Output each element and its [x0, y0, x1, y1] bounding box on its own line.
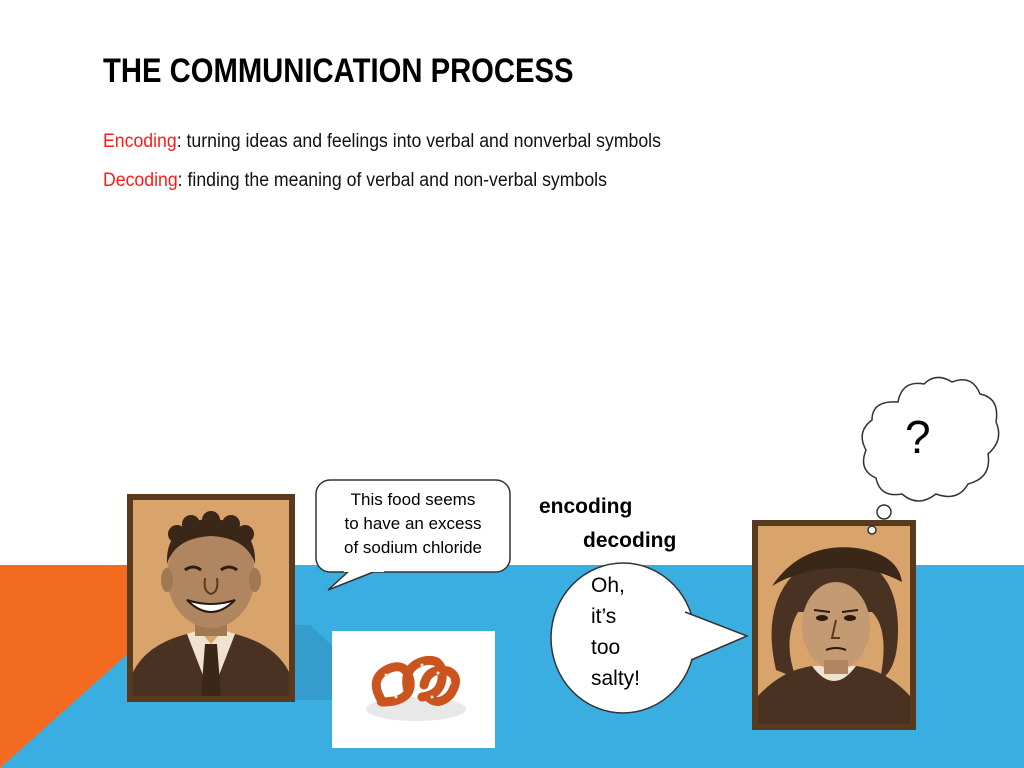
thought-bubble-question: ? — [905, 411, 931, 463]
encoding-term: Encoding — [103, 131, 177, 152]
pretzel-icon — [332, 631, 495, 748]
decoding-definition-text: : finding the meaning of verbal and non-… — [177, 170, 607, 191]
reply-line-1: Oh, — [591, 574, 625, 597]
reply-line-4: salty! — [591, 667, 641, 690]
decoding-label: decoding — [583, 529, 677, 552]
explorer-portrait — [752, 520, 916, 730]
decoding-definition: Decoding: finding the meaning of verbal … — [103, 170, 607, 192]
reply-bubble — [550, 562, 749, 714]
speech-bubble — [315, 479, 511, 591]
reply-bubble-text: Oh, it’s too salty! — [591, 570, 640, 694]
reply-line-3: too — [591, 636, 621, 659]
decoding-term: Decoding — [103, 170, 178, 191]
speech-bubble-text: This food seems to have an excess of sod… — [318, 488, 508, 560]
reply-line-2: it’s — [591, 605, 617, 628]
smiling-man-portrait — [127, 494, 295, 702]
encoding-definition: Encoding: turning ideas and feelings int… — [103, 131, 661, 153]
speech-line-1: This food seems — [350, 490, 476, 509]
speech-line-3: of sodium chloride — [344, 538, 482, 557]
thought-bubble — [861, 376, 1000, 535]
slide-title: THE COMMUNICATION PROCESS — [103, 52, 574, 90]
speech-line-2: to have an excess — [344, 514, 482, 533]
encoding-label: encoding — [539, 495, 633, 518]
encoding-definition-text: : turning ideas and feelings into verbal… — [176, 131, 661, 152]
